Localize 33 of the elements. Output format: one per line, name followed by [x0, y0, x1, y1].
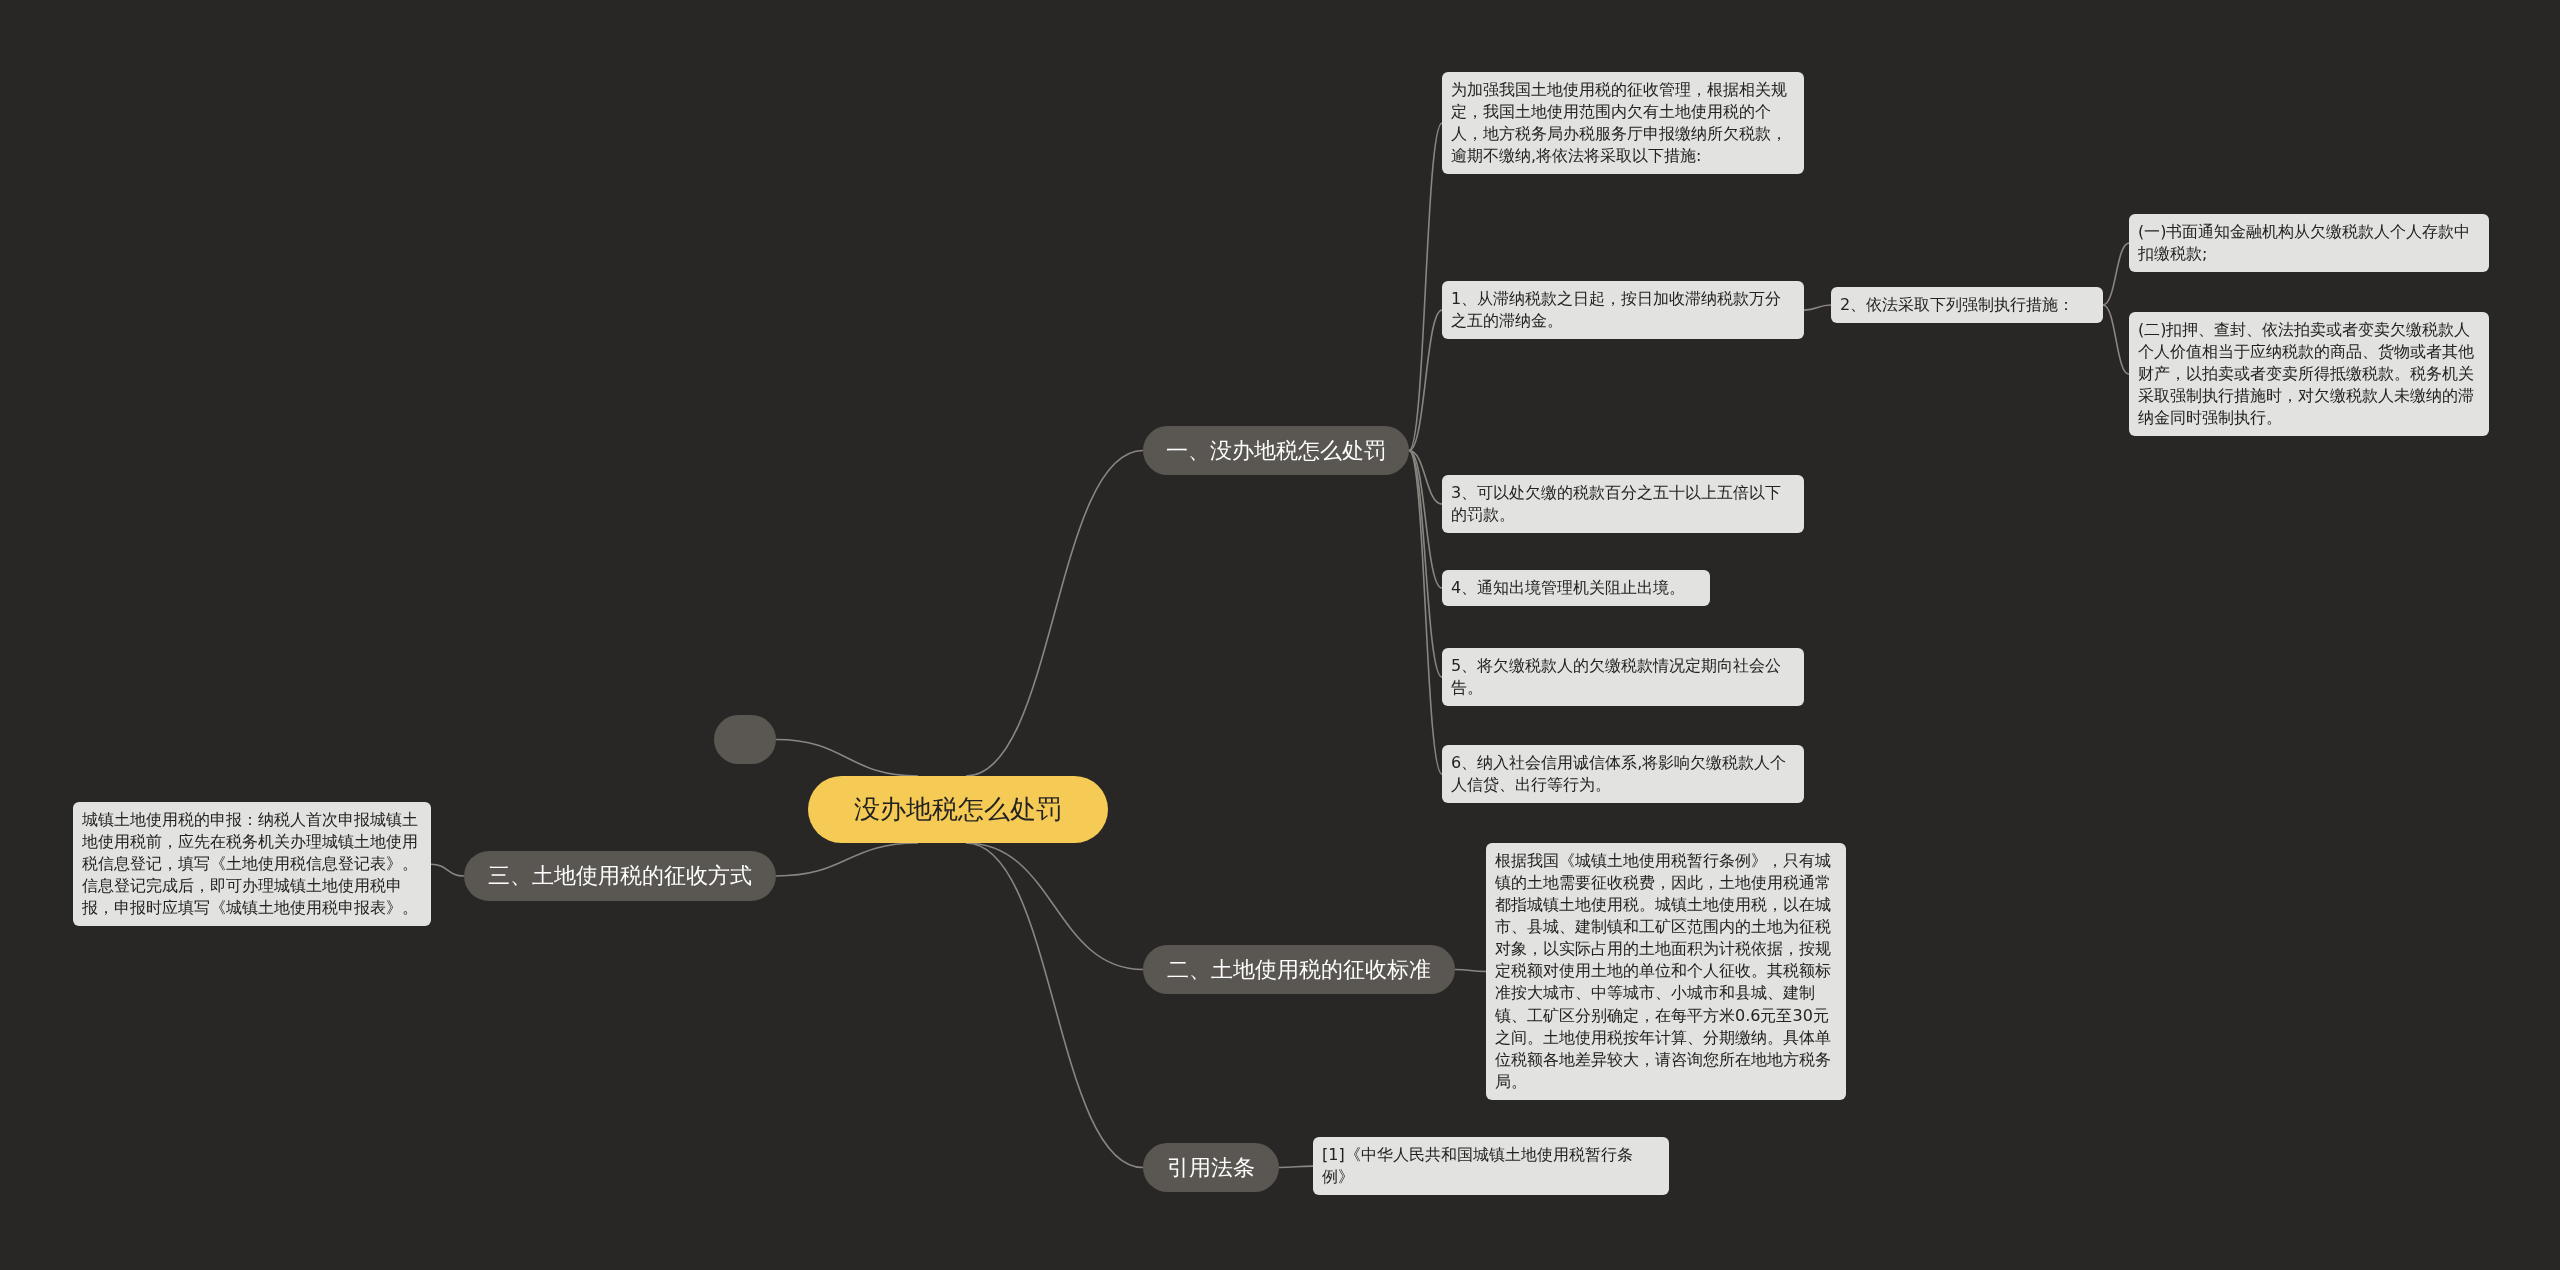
connector-line	[965, 449, 1144, 777]
connector-line	[965, 842, 1144, 1169]
connector-line	[775, 842, 919, 877]
connector-line	[2102, 304, 2130, 375]
connector-line	[1803, 304, 1832, 311]
connector-line	[1278, 1165, 1314, 1169]
note-card: 为加强我国土地使用税的征收管理，根据相关规定，我国土地使用范围内欠有土地使用税的个人，地方税务局办税服务厅申报缴纳所欠税款，逾期不缴纳,将依法将采取以下措施:	[1442, 72, 1804, 175]
note-card: 5、将欠缴税款人的欠缴税款情况定期向社会公告。	[1442, 648, 1804, 707]
note-card: 2、依法采取下列强制执行措施：	[1831, 287, 2103, 324]
connector-line	[775, 738, 919, 777]
empty-topic	[714, 715, 776, 764]
note-card: 3、可以处欠缴的税款百分之五十以上五倍以下的罚款。	[1442, 475, 1804, 534]
note-card: 6、纳入社会信用诚信体系,将影响欠缴税款人个人信贷、出行等行为。	[1442, 745, 1804, 804]
branch-topic: 三、土地使用税的征收方式	[464, 851, 776, 901]
branch-topic: 二、土地使用税的征收标准	[1143, 945, 1455, 994]
note-card: 根据我国《城镇土地使用税暂行条例》，只有城镇的土地需要征收税费，因此，土地使用税通常都指城镇土地使用税。城镇土地使用税，以在城市、县城、建制镇和工矿区范围内的土地为征税对象，以实际占用的土地面积为计税依据，按规定税额对使用土地的单位和个人征收。其税额标准按大城市、中等城市、小城市和县城、建制镇、工矿区分别确定，在每平方米0.6元至30元之间。土地使用税按年计算、分期缴纳。具体单位税额各地差异较大，请咨询您所在地地方税务局。	[1486, 843, 1846, 1100]
branch-topic: 一、没办地税怎么处罚	[1143, 426, 1409, 475]
note-card: 城镇土地使用税的申报：纳税人首次申报城镇土地使用税前，应先在税务机关办理城镇土地使用税信息登记，填写《土地使用税信息登记表》。信息登记完成后，即可办理城镇土地使用税申报，申报时应填写《城镇土地使用税申报表》。	[73, 802, 431, 927]
connector-line	[1408, 449, 1443, 505]
connector-line	[2102, 242, 2130, 306]
connector-line	[1408, 449, 1443, 775]
note-card: 4、通知出境管理机关阻止出境。	[1442, 570, 1710, 607]
connector-line	[1454, 968, 1487, 973]
note-card: (一)书面通知金融机构从欠缴税款人个人存款中扣缴税款;	[2129, 214, 2489, 273]
branch-topic: 引用法条	[1143, 1143, 1279, 1192]
connector-line	[1408, 122, 1443, 452]
central-topic: 没办地税怎么处罚	[808, 776, 1108, 843]
note-card: (二)扣押、查封、依法拍卖或者变卖欠缴税款人个人价值相当于应纳税款的商品、货物或者其他财产，以拍卖或者变卖所得抵缴税款。税务机关采取强制执行措施时，对欠缴税款人未缴纳的滞纳金同时强制执行。	[2129, 312, 2489, 437]
connector-line	[1408, 309, 1443, 452]
connector-line	[430, 863, 465, 877]
note-card: 1、从滞纳税款之日起，按日加收滞纳税款万分之五的滞纳金。	[1442, 281, 1804, 340]
connector-line	[1408, 449, 1443, 678]
note-card: [1]《中华人民共和国城镇土地使用税暂行条例》	[1313, 1137, 1669, 1196]
